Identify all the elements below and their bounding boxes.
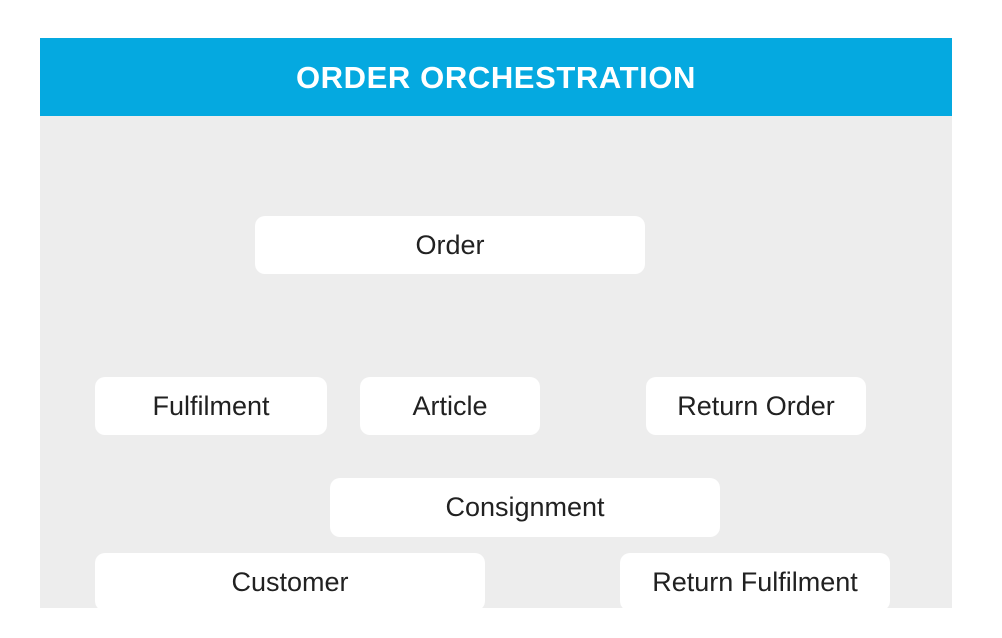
entity-box-return-order[interactable]: Return Order xyxy=(646,377,866,435)
page-title: ORDER ORCHESTRATION xyxy=(295,59,697,95)
entity-label-consignment: Consignment xyxy=(445,492,605,522)
entity-box-customer[interactable]: Customer xyxy=(95,553,485,611)
entity-box-return-fulfilment[interactable]: Return Fulfilment xyxy=(620,553,890,611)
entity-label-article: Article xyxy=(412,390,488,421)
panel-header: ORDER ORCHESTRATION xyxy=(40,38,952,116)
entity-box-article[interactable]: Article xyxy=(360,377,540,435)
entity-label-return-fulfilment: Return Fulfilment xyxy=(652,566,858,597)
entity-label-return-order: Return Order xyxy=(677,390,835,421)
order-orchestration-panel: ORDER ORCHESTRATION Order Fulfilment Art… xyxy=(40,38,952,611)
entity-label-order: Order xyxy=(415,229,485,260)
entity-box-order[interactable]: Order xyxy=(255,216,645,274)
entity-label-fulfilment: Fulfilment xyxy=(152,390,270,421)
entity-box-fulfilment[interactable]: Fulfilment xyxy=(95,377,327,435)
entity-box-consignment[interactable]: Consignment xyxy=(330,478,720,537)
panel-body: Order Fulfilment Article Return Order Co… xyxy=(40,116,952,611)
entity-label-customer: Customer xyxy=(231,566,349,597)
